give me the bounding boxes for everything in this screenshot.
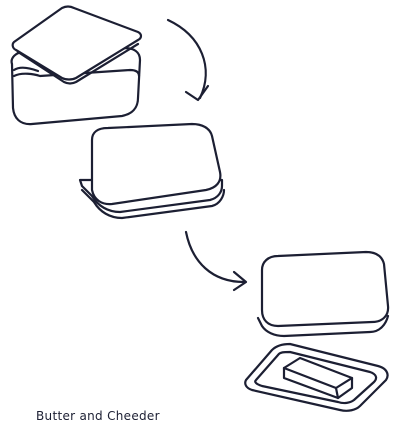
step-2-closed-container (78, 122, 226, 220)
arrow-1 (166, 18, 210, 102)
step-1-open-container (10, 5, 143, 126)
butter-block (282, 356, 354, 400)
tall-container-lid (11, 5, 143, 85)
arrow-2 (184, 230, 248, 292)
caption-text: Butter and Cheeder (36, 409, 160, 423)
step-3-butter-dish (244, 250, 390, 412)
butter-dish-lid (256, 250, 390, 338)
